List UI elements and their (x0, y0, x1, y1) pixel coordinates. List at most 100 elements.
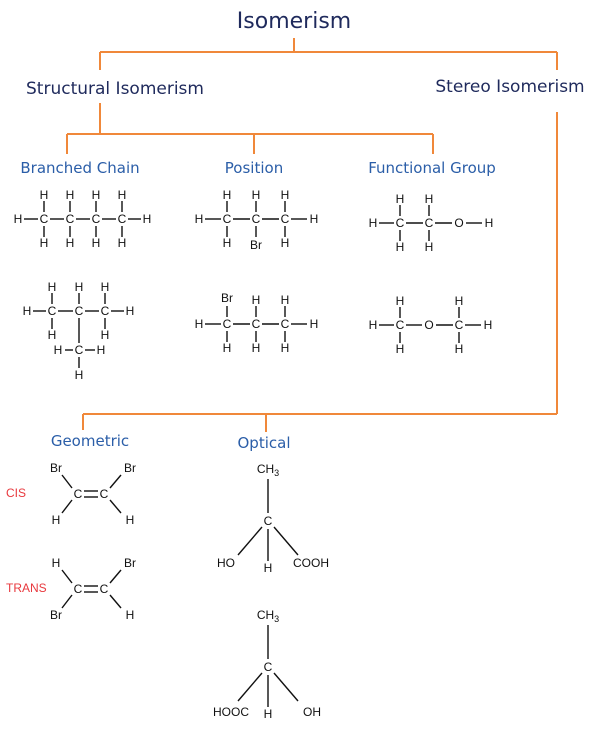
atom-h: H (126, 608, 135, 622)
stereo-isomerism-heading: Stereo Isomerism (435, 77, 584, 97)
atom-h: H (92, 188, 101, 202)
atom-c: C (223, 317, 232, 331)
atom-c: C (75, 343, 84, 357)
atom-h: H (66, 188, 75, 202)
atom-h: H (126, 513, 135, 527)
atom-br: Br (50, 461, 62, 475)
atom-h: H (281, 293, 290, 307)
bond-line (273, 526, 299, 556)
atom-h: H (195, 212, 204, 226)
atom-h: H (66, 236, 75, 250)
atom-c: C (92, 212, 101, 226)
atom-cooh: COOH (293, 556, 329, 570)
atom-h: H (425, 240, 434, 254)
bond-line (61, 499, 73, 514)
atom-h: H (485, 216, 494, 230)
bond-line (109, 594, 122, 609)
bond-line (109, 474, 122, 489)
geometric-heading: Geometric (51, 432, 129, 450)
atom-h: H (369, 216, 378, 230)
atom-h: H (455, 342, 464, 356)
bond-line (61, 474, 73, 489)
atom-h: H (48, 328, 57, 342)
atom-h: H (281, 236, 290, 250)
bond-line (61, 594, 73, 609)
atom-c: C (281, 317, 290, 331)
atom-hooc: HOOC (213, 705, 249, 719)
atom-c: C (264, 514, 273, 528)
atom-c: C (48, 304, 57, 318)
atom-h: H (310, 212, 319, 226)
atom-c: C (396, 216, 405, 230)
atom-c: C (40, 212, 49, 226)
atom-h: H (396, 294, 405, 308)
atom-h: H (281, 341, 290, 355)
cis-dibromoethene-structure: C C BrH BrH (50, 461, 136, 527)
atom-h: H (223, 236, 232, 250)
atom-c: C (223, 212, 232, 226)
atom-h: H (118, 236, 127, 250)
atom-c: C (455, 318, 464, 332)
atom-o: O (424, 318, 433, 332)
atom-h: H (425, 192, 434, 206)
atom-h: H (195, 317, 204, 331)
atom-h: H (396, 342, 405, 356)
trans-label: TRANS (6, 581, 47, 595)
atom-h: H (143, 212, 152, 226)
tree-connectors (66, 38, 558, 432)
atom-h: H (118, 188, 127, 202)
atom-c: C (74, 582, 83, 596)
atom-h: H (281, 188, 290, 202)
atom-h: H (75, 280, 84, 294)
atom-h: H (48, 280, 57, 294)
atom-c: C (66, 212, 75, 226)
atom-c: C (100, 487, 109, 501)
atom-ch3: CH3 (257, 608, 279, 624)
atom-h: H (310, 317, 319, 331)
atom-c: C (281, 212, 290, 226)
atom-c: C (101, 304, 110, 318)
functional-group-heading: Functional Group (368, 159, 496, 177)
atom-ho: HO (217, 556, 235, 570)
atom-c: C (118, 212, 127, 226)
atom-h: H (54, 343, 63, 357)
atom-h: H (223, 188, 232, 202)
atom-h: H (369, 318, 378, 332)
atom-c: C (425, 216, 434, 230)
atom-h: H (126, 304, 135, 318)
atom-h: H (52, 513, 61, 527)
atom-h: H (92, 236, 101, 250)
bond-line (109, 499, 122, 514)
atom-h: H (264, 707, 273, 721)
atom-br: Br (124, 461, 136, 475)
diagram-title: Isomerism (237, 9, 351, 34)
atom-c: C (74, 487, 83, 501)
atom-h: H (396, 240, 405, 254)
atom-c: C (264, 660, 273, 674)
atom-h: H (252, 341, 261, 355)
atom-c: C (75, 304, 84, 318)
optical-heading: Optical (238, 434, 291, 452)
bond-line (61, 569, 73, 584)
atom-h: H (97, 343, 106, 357)
structural-isomerism-heading: Structural Isomerism (26, 79, 204, 99)
atom-o: O (454, 216, 463, 230)
atom-c: C (396, 318, 405, 332)
branched-chain-heading: Branched Chain (20, 159, 139, 177)
bond-line (237, 672, 263, 702)
atom-h: H (40, 236, 49, 250)
position-heading: Position (225, 159, 283, 177)
atom-h: H (75, 368, 84, 382)
atom-br: Br (250, 238, 262, 252)
atom-h: H (101, 328, 110, 342)
atom-c: C (252, 212, 261, 226)
